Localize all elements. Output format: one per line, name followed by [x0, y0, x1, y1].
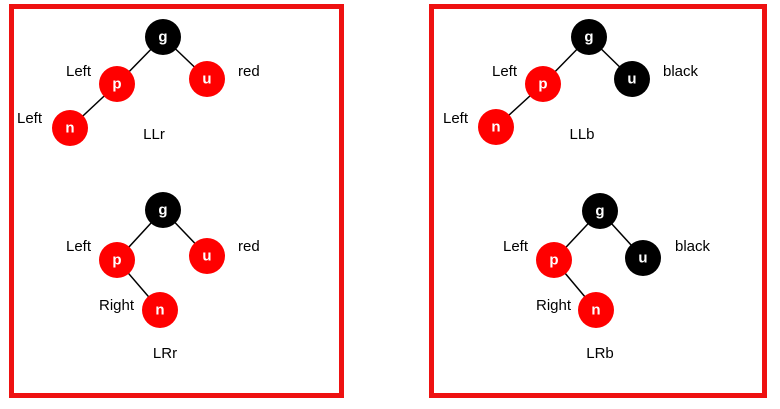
node-p [536, 242, 572, 278]
case-lrb: g p u n Left Right black LRb [503, 193, 711, 362]
uncle-color-label: red [238, 238, 260, 255]
n-side-label: Left [17, 110, 43, 127]
node-g [145, 19, 181, 55]
case-lrr: g p u n Left Right red LRr [66, 192, 260, 362]
node-g [582, 193, 618, 229]
case-label: LLb [569, 126, 594, 143]
node-n [578, 292, 614, 328]
node-u-label: u [638, 250, 647, 267]
node-g-label: g [595, 203, 604, 220]
node-u [189, 238, 225, 274]
node-p-label: p [538, 76, 547, 93]
node-p [99, 66, 135, 102]
node-n [478, 109, 514, 145]
node-p-label: p [112, 252, 121, 269]
p-side-label: Left [492, 63, 518, 80]
n-side-label: Right [99, 297, 135, 314]
uncle-color-label: red [238, 63, 260, 80]
node-g-label: g [584, 29, 593, 46]
node-n-label: n [155, 302, 164, 319]
case-llb: g p u n Left Left black LLb [443, 19, 699, 145]
right-panel-frame [429, 4, 767, 398]
node-g [145, 192, 181, 228]
node-n-label: n [65, 120, 74, 137]
n-side-label: Left [443, 110, 469, 127]
node-g-label: g [158, 29, 167, 46]
p-side-label: Left [66, 238, 92, 255]
uncle-color-label: black [663, 63, 699, 80]
node-g [571, 19, 607, 55]
node-u-label: u [202, 71, 211, 88]
node-p-label: p [112, 76, 121, 93]
node-u [625, 240, 661, 276]
left-panel-frame [9, 4, 344, 398]
node-u-label: u [202, 248, 211, 265]
node-p-label: p [549, 252, 558, 269]
node-n [52, 110, 88, 146]
node-u [189, 61, 225, 97]
node-p [525, 66, 561, 102]
p-side-label: Left [66, 63, 92, 80]
n-side-label: Right [536, 297, 572, 314]
node-u [614, 61, 650, 97]
case-label: LLr [143, 126, 165, 143]
node-n-label: n [591, 302, 600, 319]
node-p [99, 242, 135, 278]
node-n-label: n [491, 119, 500, 136]
node-g-label: g [158, 202, 167, 219]
node-n [142, 292, 178, 328]
case-label: LRr [153, 345, 177, 362]
uncle-color-label: black [675, 238, 711, 255]
case-llr: g p u n Left Left red LLr [17, 19, 260, 146]
node-u-label: u [627, 71, 636, 88]
p-side-label: Left [503, 238, 529, 255]
case-label: LRb [586, 345, 614, 362]
